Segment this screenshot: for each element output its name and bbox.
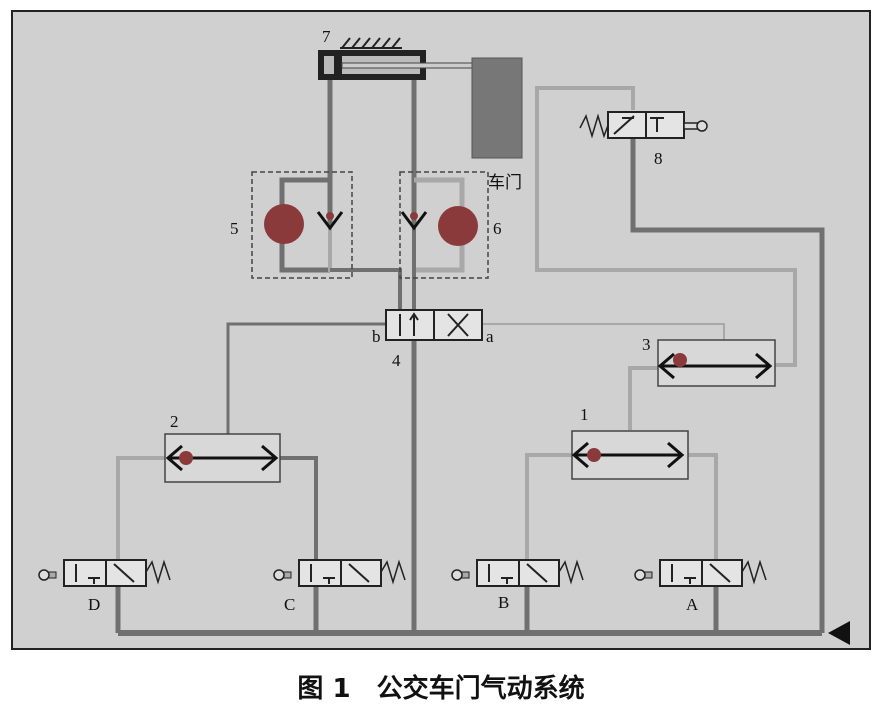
label-3: 3 — [642, 335, 651, 354]
label-door: 车门 — [488, 173, 522, 192]
door-panel — [471, 57, 523, 159]
shuttle1-out — [628, 366, 660, 430]
label-C: C — [284, 595, 295, 614]
label-2: 2 — [170, 412, 179, 431]
label-8: 8 — [654, 149, 663, 168]
label-D: D — [88, 595, 100, 614]
supply-right-line — [630, 130, 825, 633]
port-b-line — [226, 322, 386, 458]
air-source-icon — [828, 621, 850, 645]
figure-caption: 图 1 公交车门气动系统 — [297, 674, 585, 704]
label-b: b — [372, 327, 381, 346]
shuttle3-right-in — [535, 86, 797, 367]
button-valve-C — [273, 559, 406, 587]
button-valve-D — [38, 559, 171, 587]
button-valve-A — [634, 559, 767, 587]
pneumatic-diagram: 7 车门 5 6 b a 4 3 2 1 8 D C B A — [11, 10, 871, 650]
valve-6 — [399, 171, 489, 279]
shuttle-valve-3 — [657, 339, 776, 387]
shuttle2-right-in — [280, 456, 318, 560]
label-a: a — [486, 327, 494, 346]
valve-8 — [579, 111, 708, 139]
shuttle-valve-1 — [571, 430, 689, 480]
label-5: 5 — [230, 219, 239, 238]
label-4: 4 — [392, 351, 401, 370]
shuttle1-right-in — [688, 453, 718, 560]
label-7: 7 — [322, 27, 331, 46]
label-6: 6 — [493, 219, 502, 238]
shuttle2-left-in — [116, 456, 165, 560]
label-1: 1 — [580, 405, 589, 424]
shuttle-valve-2 — [164, 433, 281, 483]
label-B: B — [498, 593, 509, 612]
label-A: A — [686, 595, 699, 614]
cylinder-7 — [318, 37, 473, 80]
valve-5 — [251, 171, 353, 279]
shuttle1-left-in — [525, 453, 572, 560]
valve-4 — [385, 309, 483, 341]
button-valve-B — [451, 559, 584, 587]
